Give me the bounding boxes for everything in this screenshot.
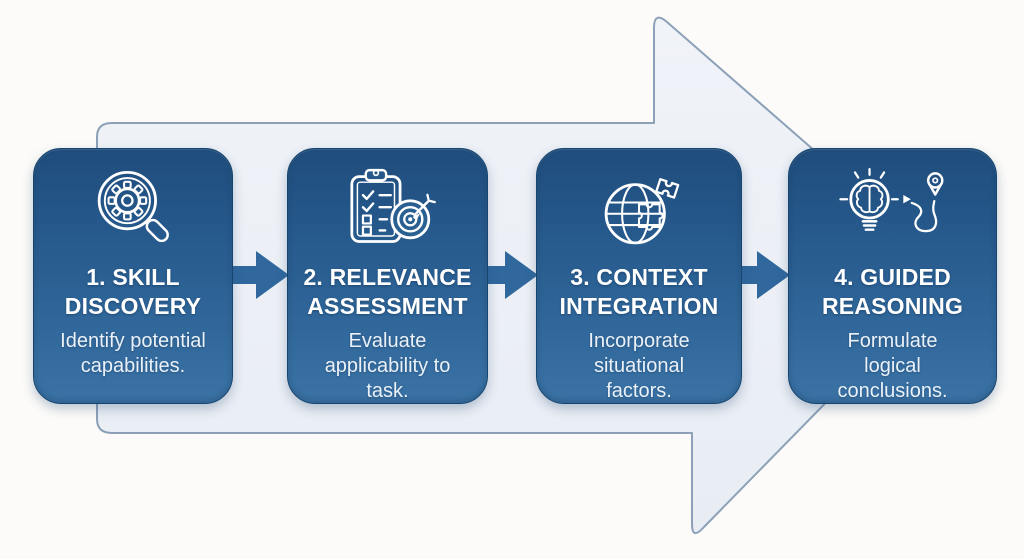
step-card-relevance-assessment: 2. RELEVANCE ASSESSMENT Evaluate applica… [287,148,488,404]
step-description: Incorporate situational factors. [588,330,690,403]
step-title: 2. RELEVANCE ASSESSMENT [303,264,472,319]
step-title: 3. CONTEXT INTEGRATION [559,264,719,319]
step-card-guided-reasoning: 4. GUIDED REASONING Formulate logical co… [788,148,997,404]
connector-arrow-1 [228,251,289,299]
step-card-skill-discovery: 1. SKILL DISCOVERY Identify potential ca… [33,148,233,404]
step-title: 4. GUIDED REASONING [821,264,964,319]
connector-arrow-3 [738,251,790,299]
connector-arrow-2 [484,251,538,299]
magnifier-gear-icon [34,161,232,259]
step-title: 1. SKILL DISCOVERY [64,264,202,319]
step-description: Formulate logical conclusions. [837,330,948,403]
step-card-context-integration: 3. CONTEXT INTEGRATION Incorporate situa… [536,148,742,404]
step-description: Evaluate applicability to task. [324,330,451,403]
lightbulb-brain-path-icon [789,161,996,259]
globe-puzzle-icon [537,161,741,259]
step-description: Identify potential capabilities. [60,330,206,378]
clipboard-target-icon [288,161,487,259]
